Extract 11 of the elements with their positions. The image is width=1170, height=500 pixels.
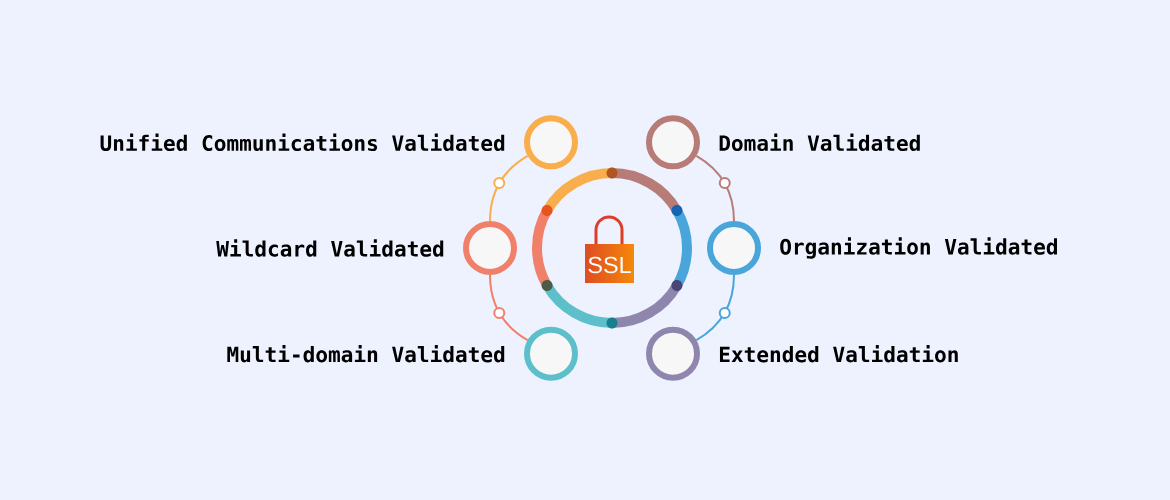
node-label: Multi-domain Validated [227,344,505,363]
node-label: Domain Validated [719,133,920,152]
lock-label: SSL [588,256,631,274]
node-label: Unified Communications Validated [100,133,505,152]
node-label: Wildcard Validated [216,239,444,257]
connector-line [695,274,735,342]
connector-line [489,154,529,222]
connector-line [695,154,735,222]
connector-line [489,274,529,342]
node-label: Organization Validated [780,237,1057,259]
node-label: Extended Validation [719,344,958,363]
